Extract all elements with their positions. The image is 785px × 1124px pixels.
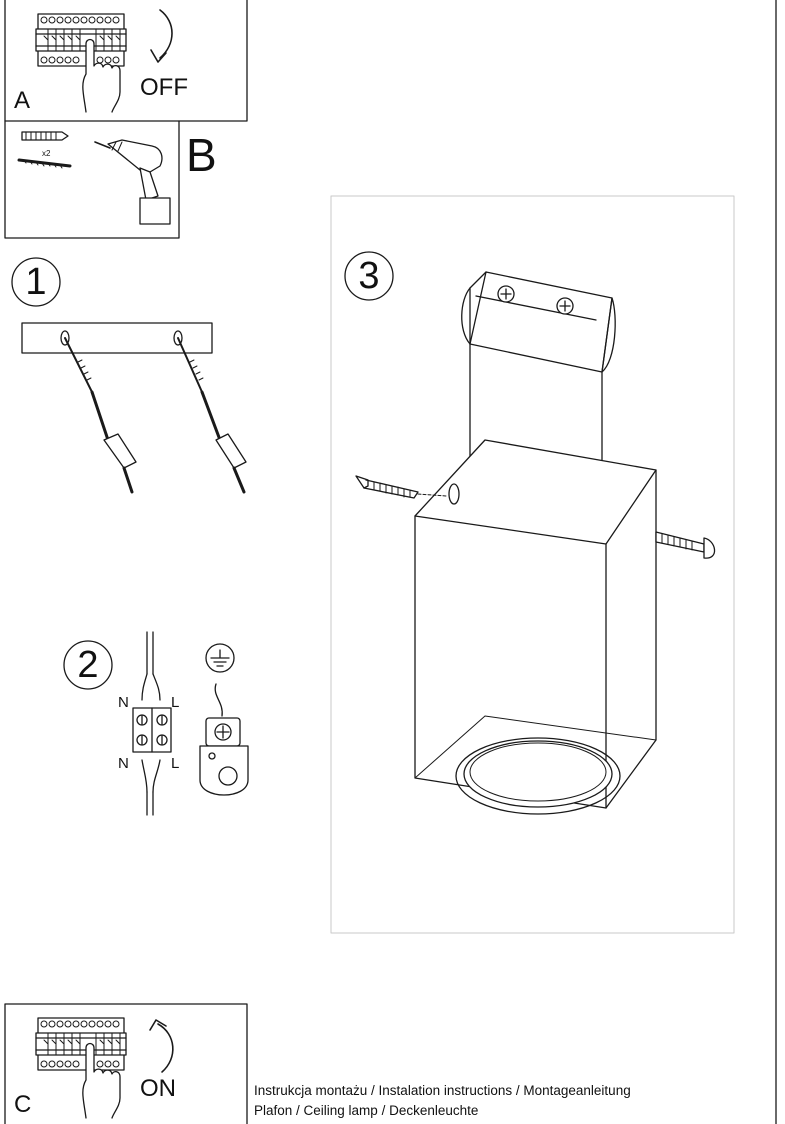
supply-wires bbox=[141, 631, 161, 701]
live-label-bottom: L bbox=[171, 755, 180, 772]
curved-arrow-icon bbox=[150, 9, 173, 63]
neutral-label-top: N bbox=[118, 694, 129, 711]
screw-icon bbox=[17, 158, 72, 169]
curved-arrow-icon bbox=[149, 1019, 174, 1073]
step-3-frame bbox=[330, 195, 735, 934]
step-3 bbox=[330, 195, 735, 934]
panel-a bbox=[4, 0, 248, 122]
anchor-screw-left bbox=[64, 337, 137, 494]
on-label: ON bbox=[140, 1075, 176, 1102]
step-1-number: 1 bbox=[25, 261, 47, 303]
panel-b bbox=[4, 120, 180, 239]
ceiling-bar bbox=[21, 322, 213, 354]
hand-icon bbox=[82, 1042, 121, 1119]
step-3-badge bbox=[344, 251, 394, 301]
step-3-number: 3 bbox=[358, 255, 380, 297]
ground-terminal-icon bbox=[199, 717, 249, 796]
mounting-bracket-icon bbox=[461, 271, 616, 463]
step-2-number: 2 bbox=[77, 644, 99, 686]
footer-subtitle: Plafon / Ceiling lamp / Deckenleuchte bbox=[254, 1103, 479, 1118]
panel-b-letter: B bbox=[186, 129, 217, 181]
off-label: OFF bbox=[140, 74, 188, 101]
neutral-label-bottom: N bbox=[118, 755, 129, 772]
wall-plug-icon bbox=[21, 131, 69, 141]
quantity-label: x2 bbox=[42, 149, 51, 158]
drill-icon bbox=[94, 139, 171, 225]
lamp-wires bbox=[141, 759, 161, 816]
ground-symbol-icon bbox=[205, 643, 235, 673]
screw-icon bbox=[355, 475, 447, 499]
step-2-badge bbox=[63, 640, 113, 690]
terminal-block-icon bbox=[132, 707, 172, 753]
anchor-screw-right bbox=[177, 337, 247, 494]
hand-icon bbox=[82, 38, 121, 113]
step-2 bbox=[63, 631, 249, 816]
panel-c-letter: C bbox=[14, 1091, 32, 1118]
footer-title: Instrukcja montażu / Instalation instruc… bbox=[254, 1083, 631, 1098]
step-1-badge bbox=[11, 257, 61, 307]
circuit-breaker-icon bbox=[35, 1017, 127, 1071]
panel-a-letter: A bbox=[14, 87, 31, 114]
lamp-body-icon bbox=[414, 439, 657, 815]
live-label-top: L bbox=[171, 694, 180, 711]
screw-icon bbox=[655, 531, 716, 559]
panel-c bbox=[4, 1003, 248, 1124]
circuit-breaker-icon bbox=[35, 13, 127, 67]
ground-wire bbox=[214, 683, 223, 717]
step-1 bbox=[11, 257, 247, 494]
